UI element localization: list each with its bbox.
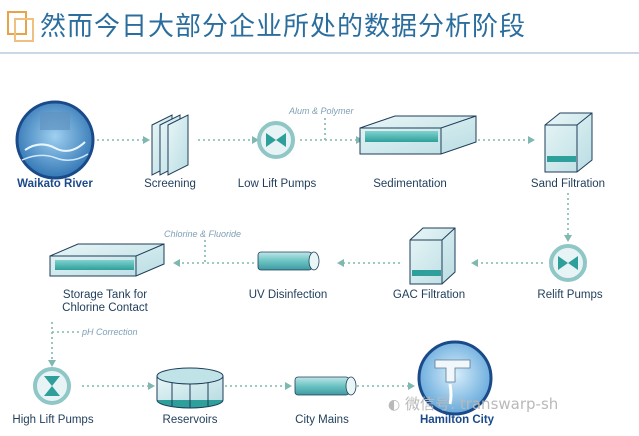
node-label-relift-pumps: Relift Pumps (537, 289, 603, 301)
page-title: 然而今日大部分企业所处的数据分析阶段 (40, 12, 527, 42)
node-label-city-mains: City Mains (295, 414, 349, 426)
reservoir-icon (156, 367, 224, 409)
annotation-alum-polymer: Alum & Polymer (289, 106, 354, 116)
node-label-gac-filtration: GAC Filtration (392, 289, 466, 301)
watermark: ◐ 微信号: transwarp-sh (388, 393, 558, 414)
tap-icon (417, 340, 493, 416)
node-label-uv-disinfection: UV Disinfection (248, 289, 328, 301)
city-mains-pipe-icon (294, 376, 357, 396)
storage-tank-icon (49, 243, 165, 277)
node-label-reservoirs: Reservoirs (162, 414, 218, 426)
node-label-hamilton-city: Hamilton City (419, 414, 495, 426)
watermark-text: 微信号: transwarp-sh (405, 395, 559, 413)
river-icon (15, 100, 95, 180)
wechat-icon: ◐ (388, 397, 401, 413)
node-label-sedimentation: Sedimentation (373, 178, 447, 190)
annotation-chlorine-fluoride: Chlorine & Fluoride (164, 229, 242, 239)
screening-icon (151, 114, 189, 176)
corner-decoration (6, 8, 36, 42)
node-label-high-lift-pumps: High Lift Pumps (12, 414, 94, 426)
node-label-waikato-river: Waikato River (17, 178, 93, 190)
sedimentation-tank-icon (359, 115, 477, 155)
pump-icon (257, 121, 295, 159)
node-label-screening: Screening (144, 178, 196, 190)
gac-filter-icon (409, 227, 456, 285)
flow-lines (51, 118, 569, 387)
pump-icon (33, 367, 71, 405)
node-label-low-lift-pumps: Low Lift Pumps (237, 178, 317, 190)
node-label-storage-tank-line2: Chlorine Contact (62, 302, 148, 314)
title-divider (0, 52, 639, 54)
pump-icon (549, 244, 587, 282)
sand-filter-icon (544, 112, 593, 173)
annotation-ph-correction: pH Correction (82, 327, 138, 337)
node-label-sand-filtration: Sand Filtration (530, 178, 606, 190)
uv-pipe-icon (257, 251, 320, 271)
flow-arrowheads (48, 136, 572, 390)
node-label-storage-tank-line1: Storage Tank for (62, 289, 148, 301)
